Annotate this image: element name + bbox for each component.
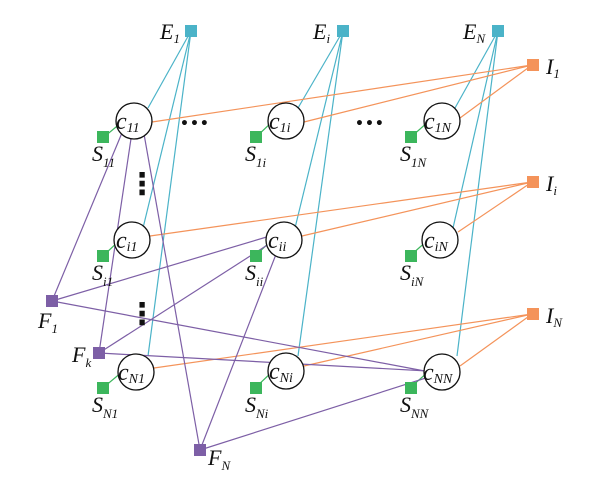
edge-Fk-cii (98, 241, 273, 354)
ellipsis-col-left-a: ⋮ (127, 167, 157, 202)
edge-F1-cNN (51, 300, 431, 373)
label-E1: E1 (159, 19, 180, 46)
edge-F1-c11 (51, 127, 125, 302)
edge-IN-cNi (303, 313, 533, 367)
edge-I1-c1N (459, 64, 533, 119)
node-SN1 (97, 382, 109, 394)
label-c1N: c1N (424, 109, 452, 136)
node-cNi (267, 352, 305, 390)
node-Sii (250, 250, 262, 262)
node-EN (492, 25, 504, 37)
edge-IN-cN1 (153, 313, 533, 369)
f-labels: F1 Fk FN (37, 308, 231, 473)
node-SNN (405, 382, 417, 394)
label-cN1: cN1 (118, 360, 145, 387)
edge-E1-ci1 (142, 30, 192, 229)
label-SiN: SiN (400, 260, 425, 289)
edge-Ii-ciN (457, 181, 533, 233)
label-Ii: Ii (545, 171, 557, 198)
edge-FN-cNN (199, 375, 433, 451)
node-S1N (405, 131, 417, 143)
edge-FN-cii (199, 243, 281, 451)
edge-E1-cN1 (147, 30, 192, 357)
node-ciN (421, 221, 459, 259)
edge-FN-c11 (143, 133, 201, 451)
ellipses: ••• ••• ⋮ ⋮ (127, 116, 385, 332)
edge-Ei-cii (294, 30, 344, 229)
node-cNN (423, 353, 461, 391)
label-S1i: S1i (245, 141, 267, 170)
node-SNi (250, 382, 262, 394)
node-IN (527, 308, 539, 320)
edge-EN-ciN (452, 30, 499, 229)
label-SN1: SN1 (92, 392, 118, 421)
node-Si1 (97, 250, 109, 262)
e-labels: E1 Ei EN (159, 19, 486, 46)
ellipsis-row-top-a: ••• (180, 116, 210, 132)
ellipsis-col-left-b: ⋮ (127, 297, 157, 332)
e-edges (142, 30, 499, 357)
node-E1 (185, 25, 197, 37)
s-labels: S11 S1i S1N Si1 Sii SiN SN1 SNi SNN (92, 141, 430, 421)
label-SNN: SNN (400, 392, 430, 421)
label-cNN: cNN (423, 360, 453, 387)
edge-Ii-cii (301, 181, 533, 237)
label-S1N: S1N (400, 141, 428, 170)
edge-I1-c1i (303, 64, 533, 123)
node-c1i (267, 102, 305, 140)
node-cN1 (117, 353, 155, 391)
node-ci1 (113, 221, 151, 259)
node-cii (265, 221, 303, 259)
node-c1N (423, 102, 461, 140)
label-ciN: ciN (424, 228, 449, 255)
edge-I1-c11 (151, 64, 533, 123)
node-F1 (46, 295, 58, 307)
node-FN (194, 444, 206, 456)
edge-Ii-ci1 (149, 181, 533, 237)
edge-F1-cii (51, 235, 271, 302)
s-nodes (97, 131, 417, 394)
label-c11: c11 (116, 109, 140, 136)
edge-E1-c11 (147, 30, 192, 109)
e-nodes (185, 25, 504, 37)
edge-EN-cNN (456, 30, 499, 357)
edge-Ei-cNi (297, 30, 344, 357)
label-SNi: SNi (245, 392, 269, 421)
label-Fk: Fk (71, 342, 91, 370)
label-ci1: ci1 (116, 228, 138, 255)
label-Sii: Sii (245, 260, 264, 289)
c-labels: c11 c1i c1N ci1 cii ciN cN1 cNi cNN (116, 109, 453, 387)
edge-Ei-c1i (297, 30, 344, 109)
label-c1i: c1i (269, 109, 291, 136)
label-EN: EN (462, 19, 486, 46)
label-Si1: Si1 (92, 260, 113, 289)
ellipsis-row-top-b: ••• (355, 116, 385, 132)
edge-IN-cNN (459, 313, 533, 367)
node-c11 (115, 102, 153, 140)
c-nodes (113, 102, 461, 391)
i-labels: I1 Ii IN (545, 54, 563, 330)
edge-Fk-cNN (98, 352, 429, 372)
label-FN: FN (207, 445, 231, 473)
node-Fk (93, 347, 105, 359)
edge-EN-c1N (454, 30, 499, 109)
node-I1 (527, 59, 539, 71)
label-cNi: cNi (269, 359, 293, 386)
i-nodes (527, 59, 539, 320)
node-SiN (405, 250, 417, 262)
node-Ei (337, 25, 349, 37)
f-nodes (46, 295, 206, 456)
label-I1: I1 (545, 54, 560, 81)
label-S11: S11 (92, 141, 115, 170)
label-F1: F1 (37, 308, 58, 336)
label-IN: IN (545, 303, 563, 330)
f-edges (51, 127, 433, 451)
node-S1i (250, 131, 262, 143)
label-Ei: Ei (312, 19, 330, 46)
node-Ii (527, 176, 539, 188)
node-S11 (97, 131, 109, 143)
label-cii: cii (268, 228, 287, 255)
